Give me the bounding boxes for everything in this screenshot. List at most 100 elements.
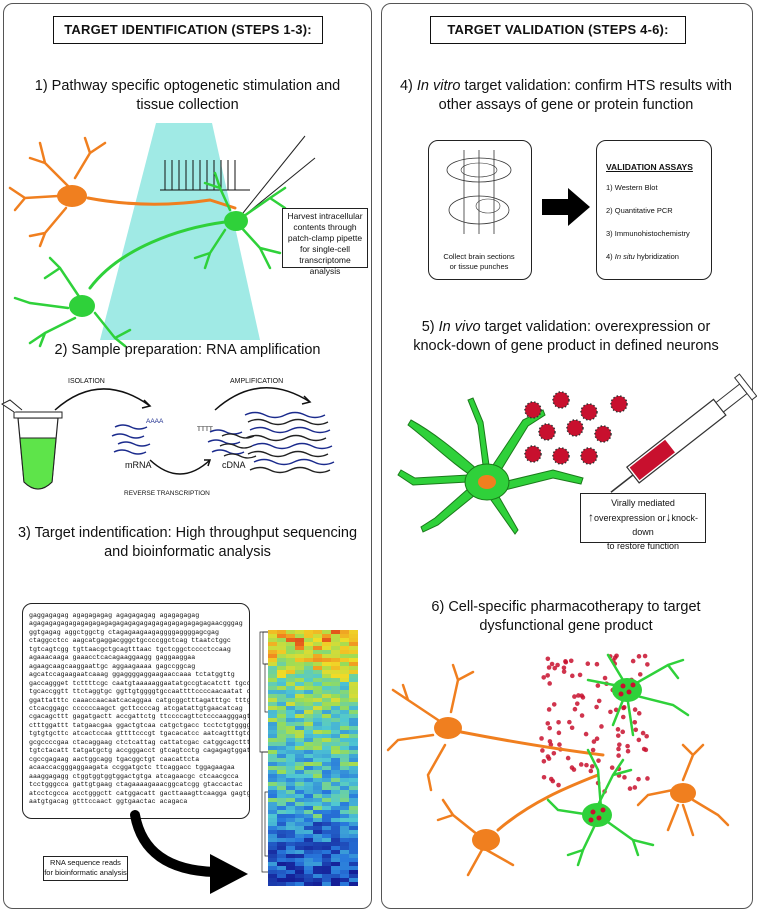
drug-particle: [633, 727, 639, 733]
drug-particle: [556, 730, 562, 736]
heatmap-cell: [286, 822, 295, 826]
heatmap-cell: [340, 818, 349, 822]
heatmap-cell: [295, 858, 304, 862]
heatmap-cell: [268, 666, 277, 670]
drug-particle: [545, 656, 551, 662]
heatmap-cell: [268, 714, 277, 718]
heatmap-cell: [322, 738, 331, 742]
drug-particle: [595, 683, 601, 688]
heatmap-cell: [268, 670, 277, 674]
heatmap-cell: [322, 690, 331, 694]
heatmap-cell: [340, 670, 349, 674]
heatmap-cell: [313, 858, 322, 862]
heatmap-cell: [349, 746, 358, 750]
heatmap-cell: [313, 754, 322, 758]
heatmap-cell: [268, 862, 277, 866]
heatmap-cell: [349, 646, 358, 650]
heatmap-cell: [313, 686, 322, 690]
heatmap-cell: [322, 694, 331, 698]
heatmap-cell: [340, 698, 349, 702]
heatmap-cell: [268, 850, 277, 854]
step4-title: 4) In vitro target validation: confirm H…: [399, 78, 732, 113]
heatmap-cell: [340, 854, 349, 858]
heatmap-cell: [277, 662, 286, 666]
heatmap-cell: [295, 634, 304, 638]
drug-particle: [642, 653, 648, 659]
heatmap-cell: [268, 842, 277, 846]
heatmap-cell: [313, 790, 322, 794]
heatmap-cell: [349, 642, 358, 646]
drug-particle: [590, 747, 596, 753]
heatmap-cell: [331, 794, 340, 798]
heatmap-cell: [304, 870, 313, 874]
heatmap-cell: [349, 774, 358, 778]
heatmap-cell: [295, 698, 304, 702]
validation-assays-box: [596, 140, 712, 280]
sequence-line: agaaacaaga gaaacctcacagaaggaagg gaggaagg…: [29, 654, 196, 662]
heatmap-cell: [304, 798, 313, 802]
heatmap-cell: [331, 654, 340, 658]
heatmap-cell: [349, 730, 358, 734]
heatmap-cell: [295, 654, 304, 658]
heatmap-cell: [277, 746, 286, 750]
heatmap-cell: [277, 650, 286, 654]
sequence-line: acaaccacgggaggaagata ccggatgctc ttcaggac…: [29, 764, 235, 772]
heatmap-cell: [286, 722, 295, 726]
heatmap-cell: [295, 830, 304, 834]
heatmap-cell: [277, 762, 286, 766]
heatmap-cell: [277, 670, 286, 674]
heatmap-cell: [331, 826, 340, 830]
heatmap-cell: [322, 814, 331, 818]
heatmap-cell: [331, 658, 340, 662]
heatmap-cell: [313, 666, 322, 670]
heatmap-cell: [331, 878, 340, 882]
validation-assays-title: VALIDATION ASSAYS: [606, 162, 693, 172]
heatmap-cell: [313, 786, 322, 790]
heatmap-cell: [349, 778, 358, 782]
drug-particle: [547, 681, 552, 686]
heatmap-cell: [286, 642, 295, 646]
drug-particle: [596, 698, 602, 704]
tttt-label: TTTT: [197, 426, 213, 433]
virus-particle: [580, 447, 598, 465]
heatmap-cell: [295, 682, 304, 686]
heatmap-cell: [286, 794, 295, 798]
heatmap-cell: [295, 866, 304, 870]
heatmap-cell: [268, 698, 277, 702]
heatmap-cell: [286, 678, 295, 682]
drug-particle: [551, 702, 557, 707]
heatmap-cell: [277, 830, 286, 834]
heatmap-cell: [340, 858, 349, 862]
heatmap-cell: [268, 822, 277, 826]
heatmap-cell: [322, 778, 331, 782]
heatmap-cell: [349, 722, 358, 726]
heatmap-cell: [268, 658, 277, 662]
heatmap-cell: [286, 826, 295, 830]
heatmap-cell: [331, 874, 340, 878]
heatmap-cell: [322, 762, 331, 766]
heatmap-cell: [331, 686, 340, 690]
heatmap-cell: [349, 770, 358, 774]
heatmap-cell: [286, 814, 295, 818]
heatmap-cell: [277, 718, 286, 722]
heatmap-cell: [304, 658, 313, 662]
heatmap-cell: [268, 630, 277, 634]
drug-particle: [570, 673, 575, 679]
heatmap-cell: [304, 766, 313, 770]
heatmap-cell: [286, 782, 295, 786]
drug-particle: [594, 704, 599, 710]
heatmap-cell: [295, 726, 304, 730]
heatmap-cell: [322, 794, 331, 798]
heatmap-cell: [304, 630, 313, 634]
heatmap-cell: [268, 758, 277, 762]
heatmap-cell: [340, 802, 349, 806]
heatmap-cell: [340, 710, 349, 714]
drug-particle: [602, 675, 608, 681]
heatmap-cell: [340, 770, 349, 774]
heatmap-cell: [340, 866, 349, 870]
drug-particle: [620, 714, 626, 720]
sequence-line: agagagagagagagagagagagagagagagagagagagag…: [29, 620, 243, 628]
heatmap-cell: [322, 758, 331, 762]
heatmap-cell: [304, 674, 313, 678]
